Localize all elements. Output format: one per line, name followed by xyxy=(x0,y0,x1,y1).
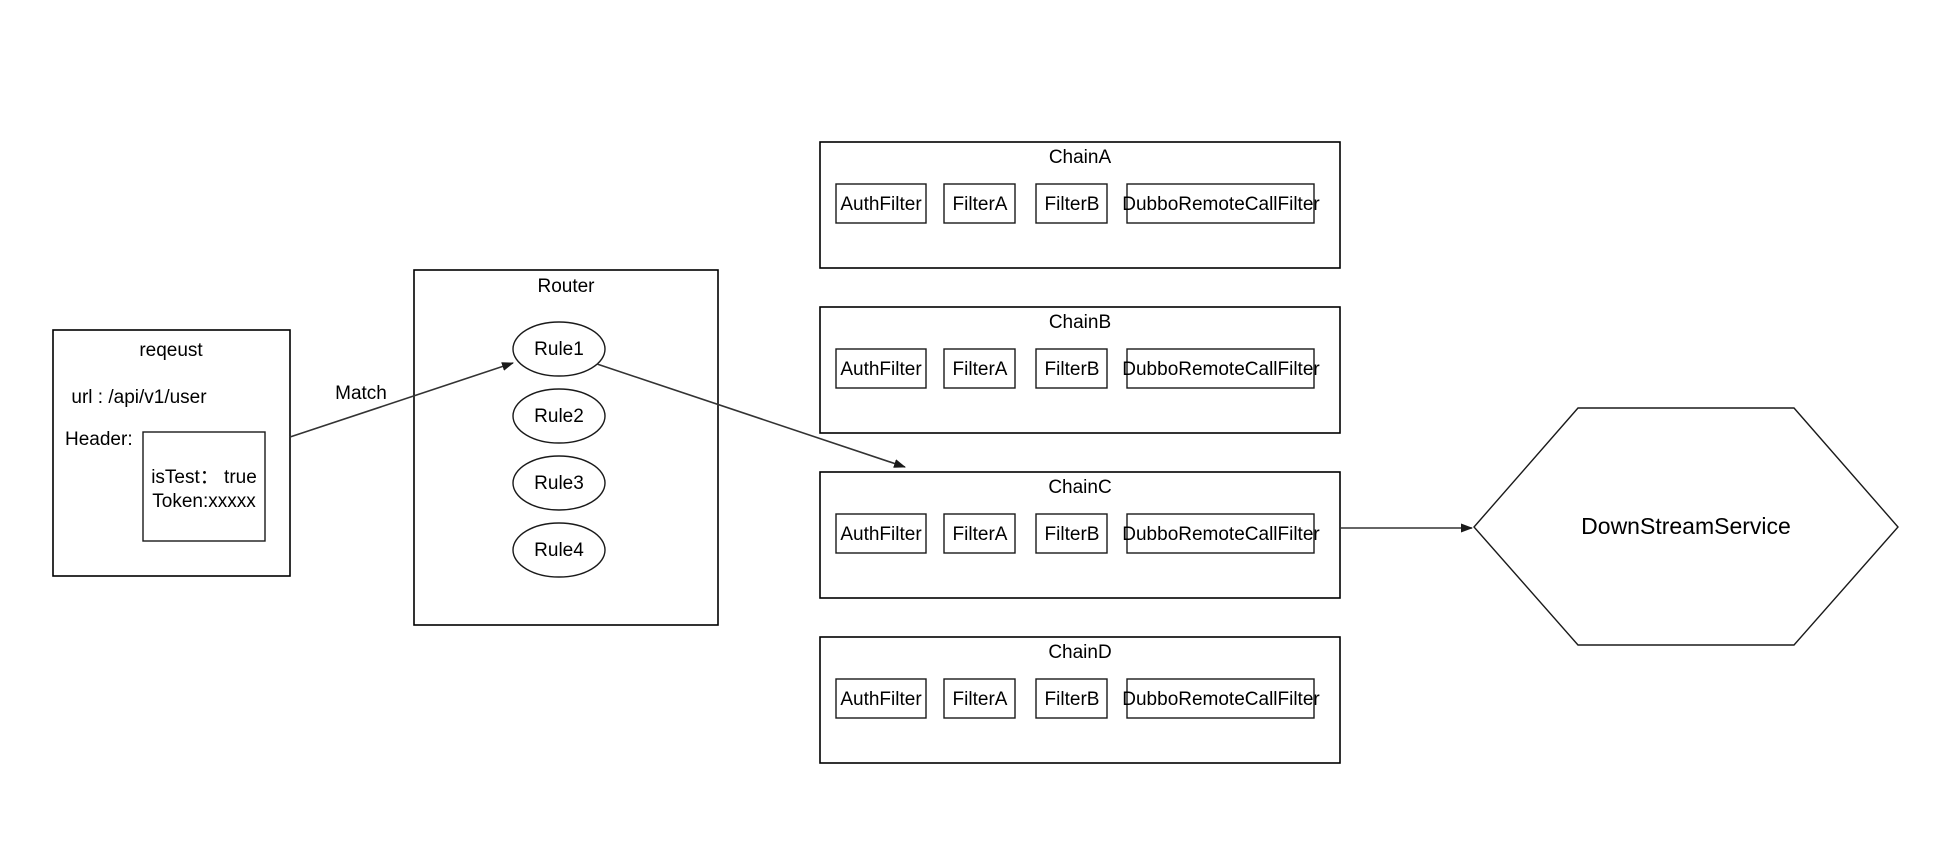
chaind-filter-dubboremotecallfilter[interactable]: DubboRemoteCallFilter xyxy=(1122,678,1320,719)
chaind-filter-filtera[interactable]: FilterA xyxy=(943,678,1016,719)
chaind-filter-label-2: FilterB xyxy=(1045,689,1100,710)
router-rule-rule2[interactable]: Rule2 xyxy=(512,388,606,444)
chaina-filter-dubboremotecallfilter[interactable]: DubboRemoteCallFilter xyxy=(1122,183,1320,224)
chainc-filter-label-3: DubboRemoteCallFilter xyxy=(1122,524,1320,545)
chaina-title: ChainA xyxy=(1049,147,1112,168)
chainb-filter-filtera[interactable]: FilterA xyxy=(943,348,1016,389)
chaina-filter-filtera[interactable]: FilterA xyxy=(943,183,1016,224)
router-rule-rule3[interactable]: Rule3 xyxy=(512,455,606,511)
chainb-filter-label-2: FilterB xyxy=(1045,359,1100,380)
chaind-filter-box-3[interactable] xyxy=(1126,678,1315,719)
chaina-filter-box-0[interactable] xyxy=(835,183,927,224)
rule3-label: Rule3 xyxy=(534,473,584,494)
chaina-filter-box-1[interactable] xyxy=(943,183,1016,224)
chaind-filter-label-0: AuthFilter xyxy=(840,689,922,710)
request-title: reqeust xyxy=(139,340,203,361)
rule2-label: Rule2 xyxy=(534,406,584,427)
chaina-filter-label-1: FilterA xyxy=(953,194,1008,215)
chainc-filter-box-3[interactable] xyxy=(1126,513,1315,554)
rule3-ellipse[interactable] xyxy=(512,455,606,511)
chainb-filter-box-1[interactable] xyxy=(943,348,1016,389)
chainc-filter-filtera[interactable]: FilterA xyxy=(943,513,1016,554)
edge-rule1-chainc-line xyxy=(596,363,906,468)
chaina-filter-box-2[interactable] xyxy=(1035,183,1108,224)
chainc-title: ChainC xyxy=(1048,477,1111,498)
edge-match-label: Match xyxy=(335,383,387,404)
header-entry-istest: isTest： true xyxy=(151,467,257,488)
chainb-title: ChainB xyxy=(1049,312,1111,333)
downstream-label: DownStreamService xyxy=(1581,513,1791,539)
chaina-filter-box-3[interactable] xyxy=(1126,183,1315,224)
router-rule-rule4[interactable]: Rule4 xyxy=(512,522,606,578)
request-url-line: url : /api/v1/user xyxy=(71,387,207,408)
chainc-filter-label-1: FilterA xyxy=(953,524,1008,545)
chainc-filter-label-2: FilterB xyxy=(1045,524,1100,545)
router-title: Router xyxy=(537,276,595,297)
chainb-filter-label-3: DubboRemoteCallFilter xyxy=(1122,359,1320,380)
chainc-filter-dubboremotecallfilter[interactable]: DubboRemoteCallFilter xyxy=(1122,513,1320,554)
rule1-label: Rule1 xyxy=(534,339,584,360)
router-node[interactable]: Router Rule1 Rule2 Rule3 Rule4 xyxy=(413,269,719,626)
chainb-filter-label-1: FilterA xyxy=(953,359,1008,380)
chain-node-chainc[interactable]: ChainC AuthFilter FilterA FilterB DubboR… xyxy=(819,471,1341,599)
chainb-filter-box-3[interactable] xyxy=(1126,348,1315,389)
chainc-filter-filterb[interactable]: FilterB xyxy=(1035,513,1108,554)
downstream-service-node[interactable]: DownStreamService xyxy=(1473,407,1899,646)
chainc-filter-box-0[interactable] xyxy=(835,513,927,554)
rule4-label: Rule4 xyxy=(534,540,584,561)
chain-node-chaina[interactable]: ChainA AuthFilter FilterA FilterB DubboR… xyxy=(819,141,1341,269)
chainb-filter-filterb[interactable]: FilterB xyxy=(1035,348,1108,389)
chain-node-chainb[interactable]: ChainB AuthFilter FilterA FilterB DubboR… xyxy=(819,306,1341,434)
chaina-filter-filterb[interactable]: FilterB xyxy=(1035,183,1108,224)
request-header-label: Header: xyxy=(65,429,133,450)
chaina-filter-authfilter[interactable]: AuthFilter xyxy=(835,183,927,224)
chainb-filter-box-2[interactable] xyxy=(1035,348,1108,389)
chain-node-chaind[interactable]: ChainD AuthFilter FilterA FilterB DubboR… xyxy=(819,636,1341,764)
chaind-filter-filterb[interactable]: FilterB xyxy=(1035,678,1108,719)
chaind-title: ChainD xyxy=(1048,642,1111,663)
request-node[interactable]: reqeust url : /api/v1/user Header: isTes… xyxy=(52,329,291,577)
chainc-filter-label-0: AuthFilter xyxy=(840,524,922,545)
chaind-filter-authfilter[interactable]: AuthFilter xyxy=(835,678,927,719)
chaind-filter-box-0[interactable] xyxy=(835,678,927,719)
connector-request-to-rule1: Match xyxy=(289,362,514,438)
downstream-hexagon[interactable] xyxy=(1473,407,1899,646)
router-rule-rule1[interactable]: Rule1 xyxy=(512,321,606,377)
chaina-filter-label-0: AuthFilter xyxy=(840,194,922,215)
header-entry-token: Token:xxxxx xyxy=(152,491,256,512)
chaina-filter-label-2: FilterB xyxy=(1045,194,1100,215)
chainb-filter-box-0[interactable] xyxy=(835,348,927,389)
chaind-filter-box-2[interactable] xyxy=(1035,678,1108,719)
chainc-filter-box-1[interactable] xyxy=(943,513,1016,554)
chaind-filter-label-1: FilterA xyxy=(953,689,1008,710)
chainb-filter-label-0: AuthFilter xyxy=(840,359,922,380)
chainc-filter-authfilter[interactable]: AuthFilter xyxy=(835,513,927,554)
rule1-ellipse[interactable] xyxy=(512,321,606,377)
chaind-filter-box-1[interactable] xyxy=(943,678,1016,719)
connector-rule1-to-chainc xyxy=(596,363,906,468)
chainb-filter-dubboremotecallfilter[interactable]: DubboRemoteCallFilter xyxy=(1122,348,1320,389)
request-header-box[interactable] xyxy=(142,431,266,542)
chaina-filter-label-3: DubboRemoteCallFilter xyxy=(1122,194,1320,215)
rule4-ellipse[interactable] xyxy=(512,522,606,578)
chainc-filter-box-2[interactable] xyxy=(1035,513,1108,554)
edge-match-line xyxy=(289,362,514,438)
chainb-filter-authfilter[interactable]: AuthFilter xyxy=(835,348,927,389)
rule2-ellipse[interactable] xyxy=(512,388,606,444)
chaind-filter-label-3: DubboRemoteCallFilter xyxy=(1122,689,1320,710)
